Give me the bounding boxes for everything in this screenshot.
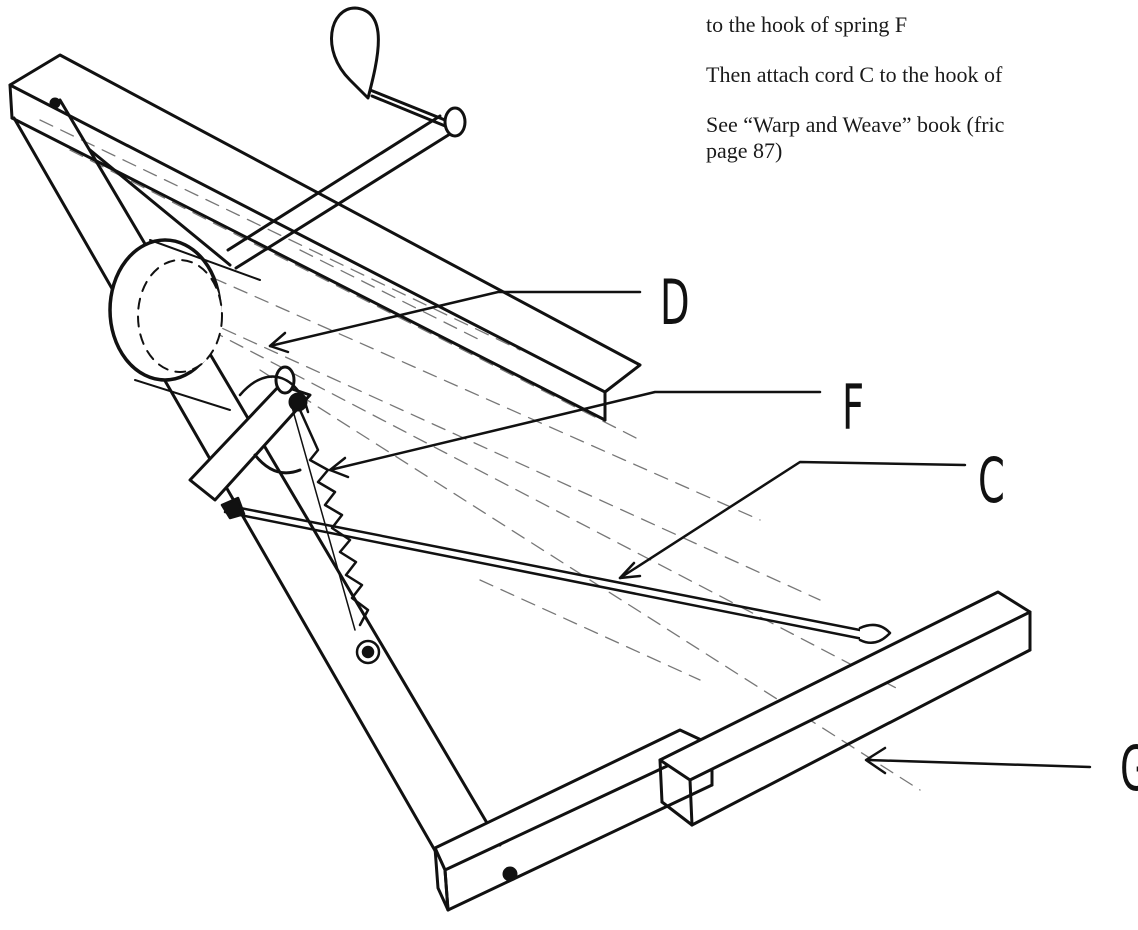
- arrow-f: [328, 390, 822, 472]
- arrow-d-head: [268, 331, 290, 354]
- arrow-g-head: [864, 746, 887, 775]
- label-d: D: [660, 266, 690, 339]
- label-c: C: [978, 444, 1005, 517]
- caption-line-1: to the hook of spring F: [706, 12, 908, 37]
- label-f: F: [842, 371, 865, 444]
- arrow-g: [866, 758, 1092, 769]
- left-leg: [12, 98, 502, 870]
- arrow-d: [268, 290, 642, 348]
- arrow-c-head: [618, 561, 642, 580]
- label-g: G: [1120, 738, 1138, 800]
- caption-line-4-text: page 87): [706, 138, 783, 163]
- lever-arm: [188, 365, 312, 502]
- arrow-f-head: [328, 456, 350, 479]
- cord-c: [220, 496, 892, 645]
- crank-handle: [226, 6, 467, 270]
- caption-line-3-text: See “Warp and Weave” book (fric: [706, 112, 1005, 137]
- arrow-c: [618, 460, 967, 580]
- spring-f: [238, 375, 381, 665]
- front-bar-g: [658, 590, 1032, 827]
- top-beam: [8, 53, 642, 422]
- warp-threads: [39, 119, 921, 791]
- leader-arrows: [268, 290, 1092, 775]
- caption-line-2: Then attach cord C to the hook of: [706, 62, 1003, 87]
- roller-drum: [108, 238, 261, 411]
